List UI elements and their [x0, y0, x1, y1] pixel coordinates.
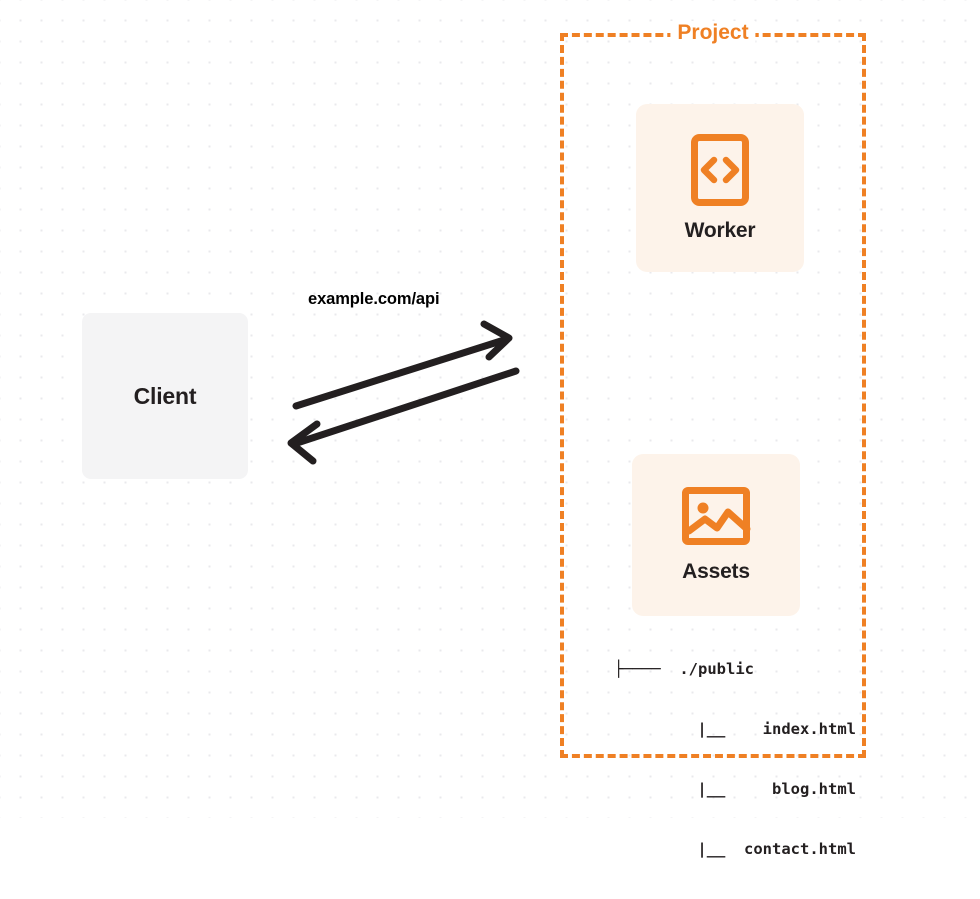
worker-card[interactable]: Worker — [636, 104, 804, 272]
request-arrow — [292, 320, 513, 410]
tree-item-blog-html: |__ blog.html — [697, 780, 856, 798]
worker-label: Worker — [684, 219, 756, 242]
tree-item-contact-html: |__ contact.html — [697, 840, 856, 858]
project-container: Project Worker Assets — [560, 21, 866, 858]
request-url-label: example.com/api — [308, 290, 440, 308]
client-label: Client — [133, 382, 197, 409]
response-arrow — [287, 367, 520, 465]
tree-root-public: ├──── ./public — [614, 660, 754, 678]
assets-file-tree: ├──── ./public |__ index.html |__ blog.h… — [614, 619, 856, 899]
project-title: Project — [670, 21, 756, 45]
tree-item-index-html: |__ index.html — [697, 720, 856, 738]
diagram-canvas: Client example.com/api Project Worker — [0, 0, 980, 858]
image-icon — [681, 486, 751, 546]
code-brackets-icon — [690, 133, 750, 207]
assets-card[interactable]: Assets — [632, 454, 800, 616]
client-node[interactable]: Client — [82, 313, 248, 479]
assets-label: Assets — [682, 560, 750, 583]
